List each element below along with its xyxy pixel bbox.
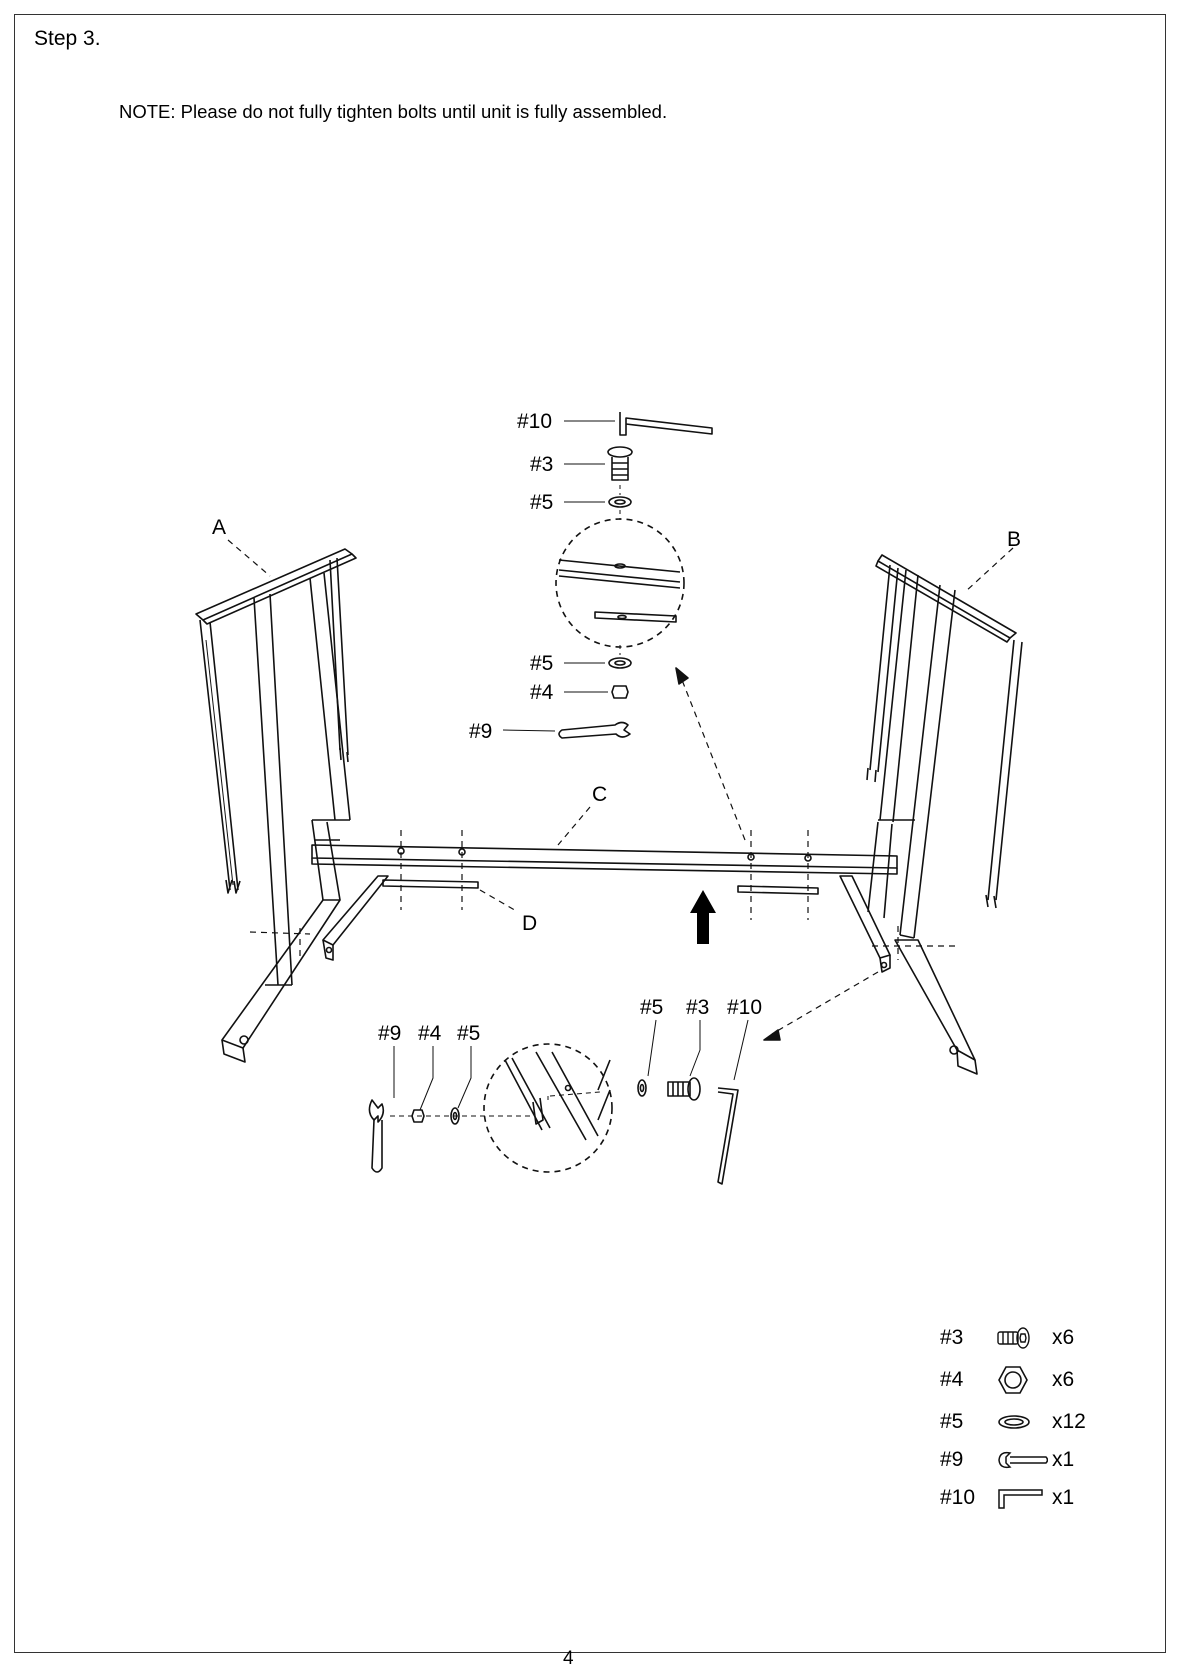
page-number: 4 bbox=[563, 1648, 574, 1670]
left-detail bbox=[369, 1044, 612, 1172]
label-top-nut: #4 bbox=[530, 681, 554, 704]
parts-list-item: #5 x12 bbox=[940, 1405, 1086, 1439]
label-top-hex-key: #10 bbox=[517, 410, 552, 433]
label-part-d: D bbox=[522, 912, 537, 935]
label-right-hex-key: #10 bbox=[727, 996, 762, 1019]
parts-list-item: #10 x1 bbox=[940, 1481, 1074, 1515]
part-id: #3 bbox=[940, 1326, 996, 1350]
part-id: #5 bbox=[940, 1410, 996, 1434]
part-qty: x6 bbox=[1052, 1368, 1074, 1392]
label-part-c: C bbox=[592, 783, 607, 806]
label-bottom-washer: #5 bbox=[530, 652, 553, 675]
parts-list-item: #9 x1 bbox=[940, 1443, 1074, 1477]
label-part-a: A bbox=[212, 516, 226, 539]
parts-list-item: #3 x6 bbox=[940, 1321, 1074, 1355]
leg-frame-a bbox=[196, 549, 388, 1062]
label-right-bolt: #3 bbox=[686, 996, 709, 1019]
hex-key-icon bbox=[996, 1483, 1048, 1513]
parts-list-item: #4 x6 bbox=[940, 1363, 1074, 1397]
arrowhead-down-left bbox=[764, 1030, 780, 1040]
label-top-washer: #5 bbox=[530, 491, 553, 514]
label-left-wrench: #9 bbox=[378, 1022, 401, 1045]
label-right-washer: #5 bbox=[640, 996, 663, 1019]
arrowhead-up-left bbox=[676, 668, 688, 684]
leg-frame-b bbox=[840, 555, 1022, 1074]
part-qty: x6 bbox=[1052, 1326, 1074, 1350]
nut-icon bbox=[996, 1365, 1048, 1395]
label-part-b: B bbox=[1007, 528, 1021, 551]
bracket-d bbox=[383, 880, 818, 894]
bolt-icon bbox=[996, 1323, 1048, 1353]
part-qty: x1 bbox=[1052, 1486, 1074, 1510]
label-top-bolt: #3 bbox=[530, 453, 553, 476]
part-qty: x1 bbox=[1052, 1448, 1074, 1472]
direction-arrow bbox=[690, 890, 716, 944]
label-left-nut: #4 bbox=[418, 1022, 442, 1045]
label-top-wrench: #9 bbox=[469, 720, 492, 743]
stretcher-c bbox=[312, 845, 897, 874]
part-id: #9 bbox=[940, 1448, 996, 1472]
right-detail bbox=[638, 1020, 748, 1184]
washer-icon bbox=[996, 1407, 1048, 1437]
part-qty: x12 bbox=[1052, 1410, 1086, 1434]
part-id: #4 bbox=[940, 1368, 996, 1392]
part-id: #10 bbox=[940, 1486, 996, 1510]
label-left-washer: #5 bbox=[457, 1022, 480, 1045]
wrench-icon bbox=[996, 1445, 1048, 1475]
